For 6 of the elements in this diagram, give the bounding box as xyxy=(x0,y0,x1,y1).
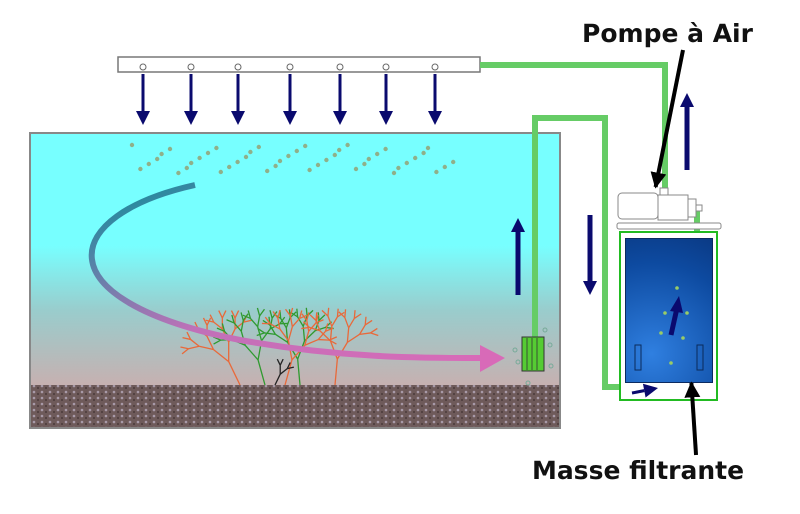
callout-label: Masse filtrante xyxy=(503,455,773,487)
callout-label: Pompe à Air xyxy=(560,18,775,50)
leader-arrow xyxy=(684,381,700,456)
leader-arrow xyxy=(650,50,685,189)
air-pump-drawing xyxy=(615,187,723,231)
filter-media xyxy=(625,238,713,383)
